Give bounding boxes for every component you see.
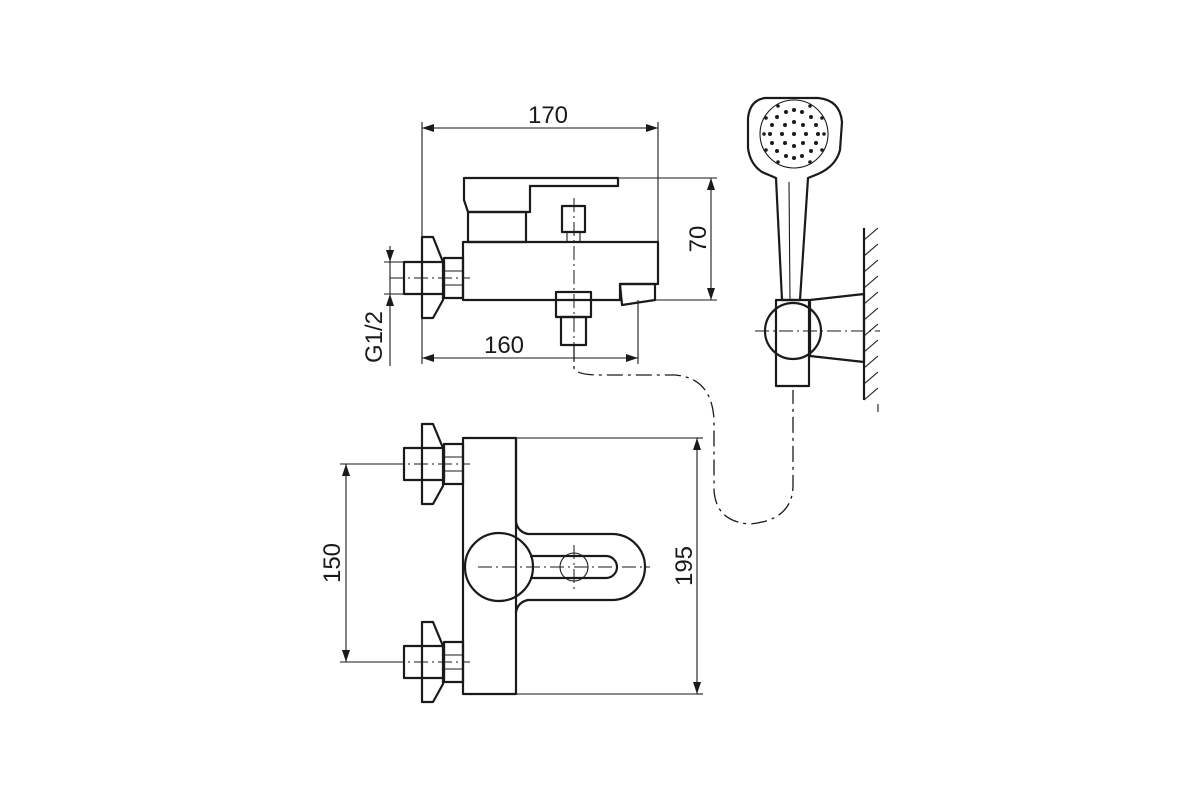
dim-label-160: 160 [484, 332, 524, 359]
dim-label-70: 70 [685, 226, 712, 253]
shower-handle-end [774, 298, 811, 388]
dim-label-150: 150 [319, 543, 346, 583]
dimension-160: 160 [421, 300, 639, 364]
holder-bracket [808, 292, 866, 364]
dimension-g12: G1/2 [361, 246, 404, 366]
front-bottom-flange [420, 620, 445, 704]
dim-label-195: 195 [671, 546, 698, 586]
front-top-flange [420, 422, 445, 506]
wall-holder [755, 227, 880, 412]
side-lever [462, 176, 620, 214]
dimension-195: 195 [671, 437, 703, 695]
side-cartridge [466, 210, 528, 244]
shower-spray-face [759, 99, 829, 169]
front-view [390, 422, 697, 704]
dimension-150: 150 [319, 463, 404, 663]
wall-hatching [863, 227, 879, 401]
shower-nozzles [762, 104, 826, 164]
dimension-70: 70 [618, 177, 717, 301]
hand-shower [746, 96, 844, 388]
dim-label-thread: G1/2 [361, 311, 388, 363]
front-lever [514, 438, 647, 613]
dimension-170: 170 [421, 102, 659, 242]
front-lever-hub [463, 531, 535, 603]
side-view [390, 176, 660, 366]
front-body [461, 436, 518, 696]
shower-hose [573, 345, 794, 525]
dim-label-170: 170 [528, 102, 568, 129]
